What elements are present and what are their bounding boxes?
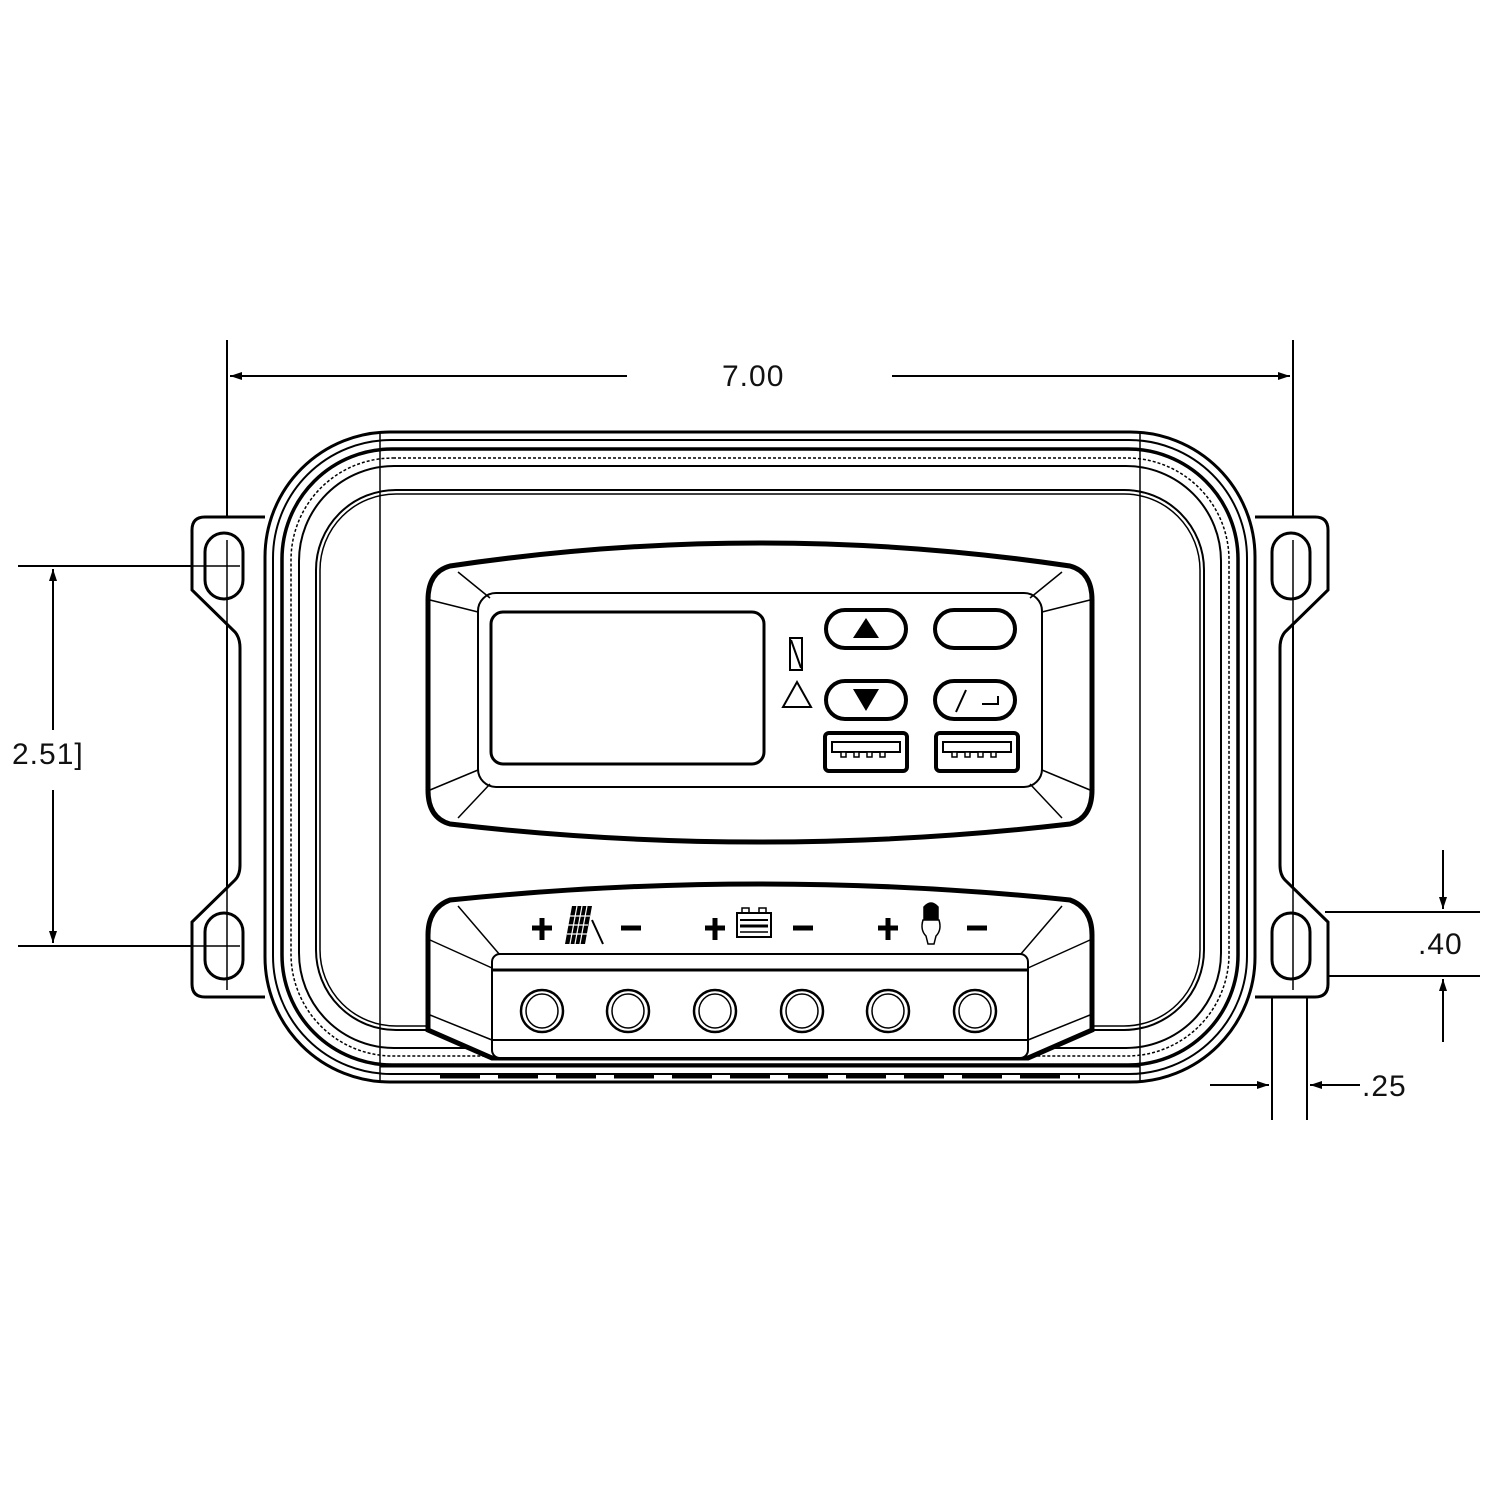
tab-width-dimension bbox=[1210, 990, 1360, 1120]
warning-triangle-icon bbox=[781, 679, 813, 708]
terminal-battery-plus bbox=[692, 988, 738, 1034]
polarity-marks bbox=[532, 918, 987, 940]
status-indicator bbox=[789, 637, 803, 671]
mounting-hole-top-right bbox=[1270, 531, 1312, 601]
light-bulb-icon bbox=[921, 902, 941, 945]
terminal-block bbox=[425, 881, 1095, 1061]
usb-port-2[interactable] bbox=[934, 731, 1020, 773]
up-triangle-icon bbox=[853, 618, 879, 638]
terminal-solar-plus bbox=[519, 988, 565, 1034]
slashed-rectangle-icon bbox=[789, 637, 803, 671]
plus-icon bbox=[532, 918, 552, 940]
overall-width-label: 7.00 bbox=[722, 360, 785, 393]
lcd-screen bbox=[489, 610, 766, 766]
enclosure-body bbox=[263, 430, 1257, 1084]
mounting-hole-bottom-right bbox=[1270, 911, 1312, 981]
mounting-tab-left bbox=[190, 515, 265, 999]
plus-icon bbox=[878, 918, 898, 940]
down-button[interactable] bbox=[824, 679, 908, 721]
menu-button[interactable] bbox=[933, 608, 1017, 650]
usb-port-1[interactable] bbox=[823, 731, 909, 773]
plus-icon bbox=[705, 918, 725, 940]
up-button[interactable] bbox=[824, 608, 908, 650]
tab-width-label: .25 bbox=[1362, 1070, 1407, 1103]
hole-spacing-label: 2.51] bbox=[12, 738, 84, 771]
mounting-tab-right bbox=[1255, 515, 1330, 999]
terminal-load-minus bbox=[952, 988, 998, 1034]
slash-enter-icon bbox=[955, 689, 999, 713]
tab-height-label: .40 bbox=[1418, 928, 1463, 961]
enter-button[interactable] bbox=[933, 679, 1017, 721]
enclosure-bottom-edge bbox=[380, 1064, 1140, 1079]
terminal-solar-minus bbox=[605, 988, 651, 1034]
terminal-battery-minus bbox=[779, 988, 825, 1034]
battery-icon bbox=[736, 907, 772, 938]
terminal-load-plus bbox=[865, 988, 911, 1034]
tab-height-dimension bbox=[1325, 850, 1480, 1042]
terminal-screws bbox=[519, 988, 998, 1034]
down-triangle-icon bbox=[853, 689, 879, 711]
center-marks bbox=[190, 540, 1294, 990]
solar-panel-icon bbox=[565, 905, 604, 945]
